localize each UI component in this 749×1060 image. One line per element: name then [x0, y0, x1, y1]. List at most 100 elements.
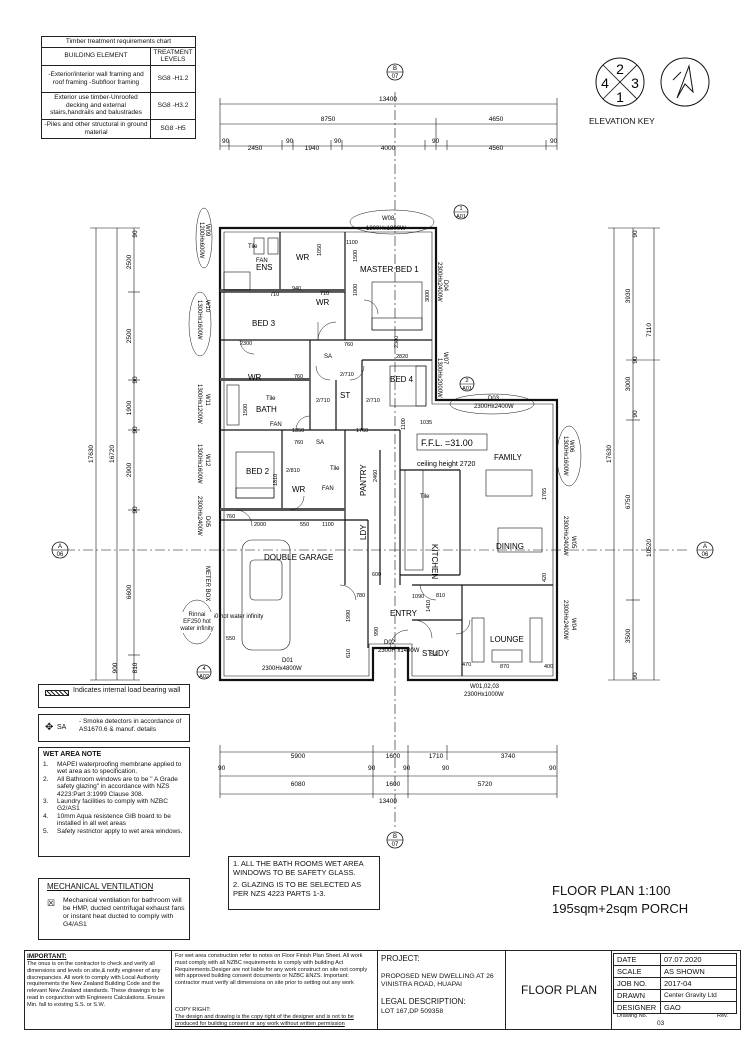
room-label-wr: WR [316, 298, 330, 307]
dim-right-upper: 7110 [646, 323, 653, 337]
room-label-wr: WR [248, 373, 262, 382]
dim-bottom: 90 [549, 765, 557, 772]
tb-value: 2017-04 [660, 977, 737, 990]
interior-dim: 600 [372, 572, 381, 578]
interior-dim: 1035 [420, 420, 432, 426]
dim-right: 90 [632, 672, 639, 680]
dim-bottom: 5900 [291, 753, 306, 760]
smoke-detector-label: SA [430, 652, 438, 658]
important-text: The onus is on the contractor to check a… [27, 961, 166, 1008]
window-tag: W09 [204, 224, 210, 237]
dim-bottom: 3740 [501, 753, 516, 760]
room-label-bed2: BED 2 [246, 467, 270, 476]
elevation-marker-num: 2 [465, 378, 468, 384]
interior-dim: 550 [226, 636, 235, 642]
tb-row: JOB NO.2017-04 [613, 977, 737, 990]
dim-left-total: 17630 [88, 445, 95, 463]
fan-label: FAN [322, 486, 334, 492]
legend-load-bearing: Indicates internal load bearing wall [38, 684, 190, 708]
dim-bottom: 5720 [478, 781, 493, 788]
room-label-wr: WR [296, 253, 310, 262]
interior-dim: 1050 [317, 244, 323, 256]
tile-label: Tile [248, 244, 258, 250]
elevation-marker: 4 A02 [196, 664, 212, 680]
window-tag: W05 [570, 536, 576, 549]
plan-title: FLOOR PLAN 1:100 [552, 883, 671, 898]
dim-left: 90 [132, 506, 139, 514]
interior-dim: 760 [226, 514, 235, 520]
wet-area-item: 1.MAPEI waterproofing membrane applied t… [43, 761, 187, 776]
window-tag: W07 [442, 352, 448, 365]
legal-value: LOT 167,DP 509358 [381, 1008, 444, 1015]
dim-top: 90 [334, 138, 342, 145]
room-label-family: FAMILY [494, 453, 523, 462]
dim-right: 3000 [625, 376, 632, 391]
dim-left: 2500 [126, 328, 133, 343]
elevation-marker-num: 1 [459, 206, 462, 212]
dim-right-lower: 10520 [646, 539, 653, 557]
floor-plan-drawing: 13400 8750 4650 90 2450 90 1940 90 4000 … [51, 63, 714, 849]
smoke-detector-label: SA [324, 354, 332, 360]
dim-top-total: 13400 [379, 96, 397, 103]
ceiling-height-label: ceiling height 2720 [417, 461, 475, 468]
ffl-label: F.F.L. =31.00 [421, 438, 473, 448]
important-box: IMPORTANT: The onus is on the contractor… [25, 951, 172, 1029]
tb-value: Center Gravity Ltd [660, 989, 737, 1002]
interior-dim: 710 [270, 292, 279, 298]
dim-bottom: 6080 [291, 781, 306, 788]
interior-dim: 1100 [322, 522, 334, 528]
wet-area-item-text: 10mm Aqua resistence GIB board to be ins… [57, 812, 171, 828]
dim-right: 90 [632, 356, 639, 364]
interior-dim: 1765 [542, 488, 548, 500]
section-marker-letter: B [393, 834, 397, 840]
timber-chart-cell: SG8 -H3.2 [150, 91, 196, 120]
interior-dim: 1100 [401, 418, 407, 430]
elevation-key-n3: 3 [631, 75, 639, 91]
tile-label: Tile [330, 466, 340, 472]
tile-label: Tile [266, 396, 276, 402]
drawing-no-value: 03 [657, 1020, 665, 1027]
interior-dim: 870 [500, 664, 509, 670]
interior-dim: 940 [292, 286, 301, 292]
dim-top: 90 [550, 138, 558, 145]
window-tag: D03 [488, 396, 500, 402]
window-tag: W10 [204, 300, 210, 313]
interior-dim: 1350 [292, 428, 304, 434]
room-label-lounge: LOUNGE [490, 635, 524, 644]
window-size: 2300Hx2400W [436, 262, 442, 302]
wet-area-item: 2.All Bathroom windows are to be " A Gra… [43, 776, 187, 798]
drawing-no-label: Drawing No. [617, 1013, 648, 1019]
interior-dim: 1090 [412, 594, 424, 600]
fan-label: FAN [270, 422, 282, 428]
window-tag: W01,02,03 [470, 684, 500, 690]
room-label-master: MASTER BED 1 [360, 265, 419, 274]
window-size: 2300H x1400W [378, 648, 420, 654]
window-size: 2300Hx2400W [196, 496, 202, 536]
interior-dim: 2/810 [286, 468, 300, 474]
tb-key: DRAWN [613, 989, 661, 1002]
dim-right: 3930 [625, 288, 632, 303]
general-notes-text: For wet area construction refer to notes… [175, 953, 368, 987]
interior-dim: 780 [356, 593, 365, 599]
interior-dim: 2/710 [366, 398, 380, 404]
rinnai-note: Rinnai EF250 hot water infinity [180, 612, 214, 633]
room-label-pantry: PANTRY [359, 464, 368, 496]
interior-dim: 470 [462, 662, 471, 668]
load-bearing-walls [220, 289, 345, 511]
wet-area-item: 4.10mm Aqua resistence GIB board to be i… [43, 813, 187, 828]
tb-key: DESIGNER [613, 1001, 661, 1014]
hatch-icon [45, 690, 69, 696]
interior-dim: 2300 [394, 336, 400, 348]
checkbox-icon: ☒ [47, 898, 56, 908]
mech-ventilation-note: MECHANICAL VENTILATION ☒ Mechanical vent… [38, 878, 190, 940]
interior-dim: 2820 [396, 354, 408, 360]
room-label-dining: DINING [496, 542, 524, 551]
window-size: 2300Hx1000W [464, 692, 504, 698]
room-label-wr: WR [292, 485, 306, 494]
interior-dim: 1500 [353, 250, 359, 262]
mech-title: MECHANICAL VENTILATION [47, 882, 154, 891]
interior-dim: 610 [346, 649, 352, 658]
room-label-bed3: BED 3 [252, 319, 276, 328]
elevation-marker-num: 4 [202, 666, 205, 672]
